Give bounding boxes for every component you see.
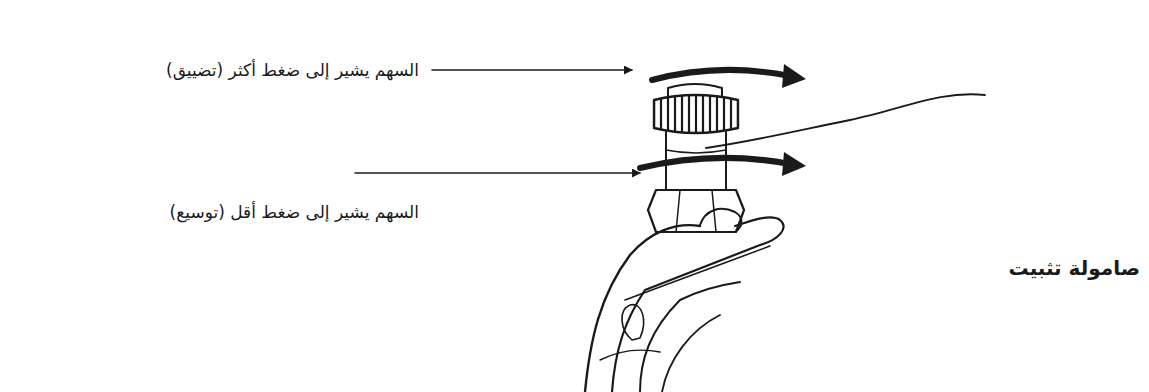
rotate-arrow: [652, 70, 790, 80]
leader-arrow: [355, 172, 640, 174]
rotate-arrow: [640, 158, 790, 168]
part-label: صامولة تثبيت: [1005, 254, 1143, 282]
hose: [706, 94, 985, 148]
pressure-increase-label: السهم يشير إلى ضغط أكثر (تضييق): [163, 58, 422, 82]
leader-arrow: [432, 69, 632, 71]
pressure-decrease-label: السهم يشير إلى ضغط أقل (توسيع): [167, 200, 422, 224]
